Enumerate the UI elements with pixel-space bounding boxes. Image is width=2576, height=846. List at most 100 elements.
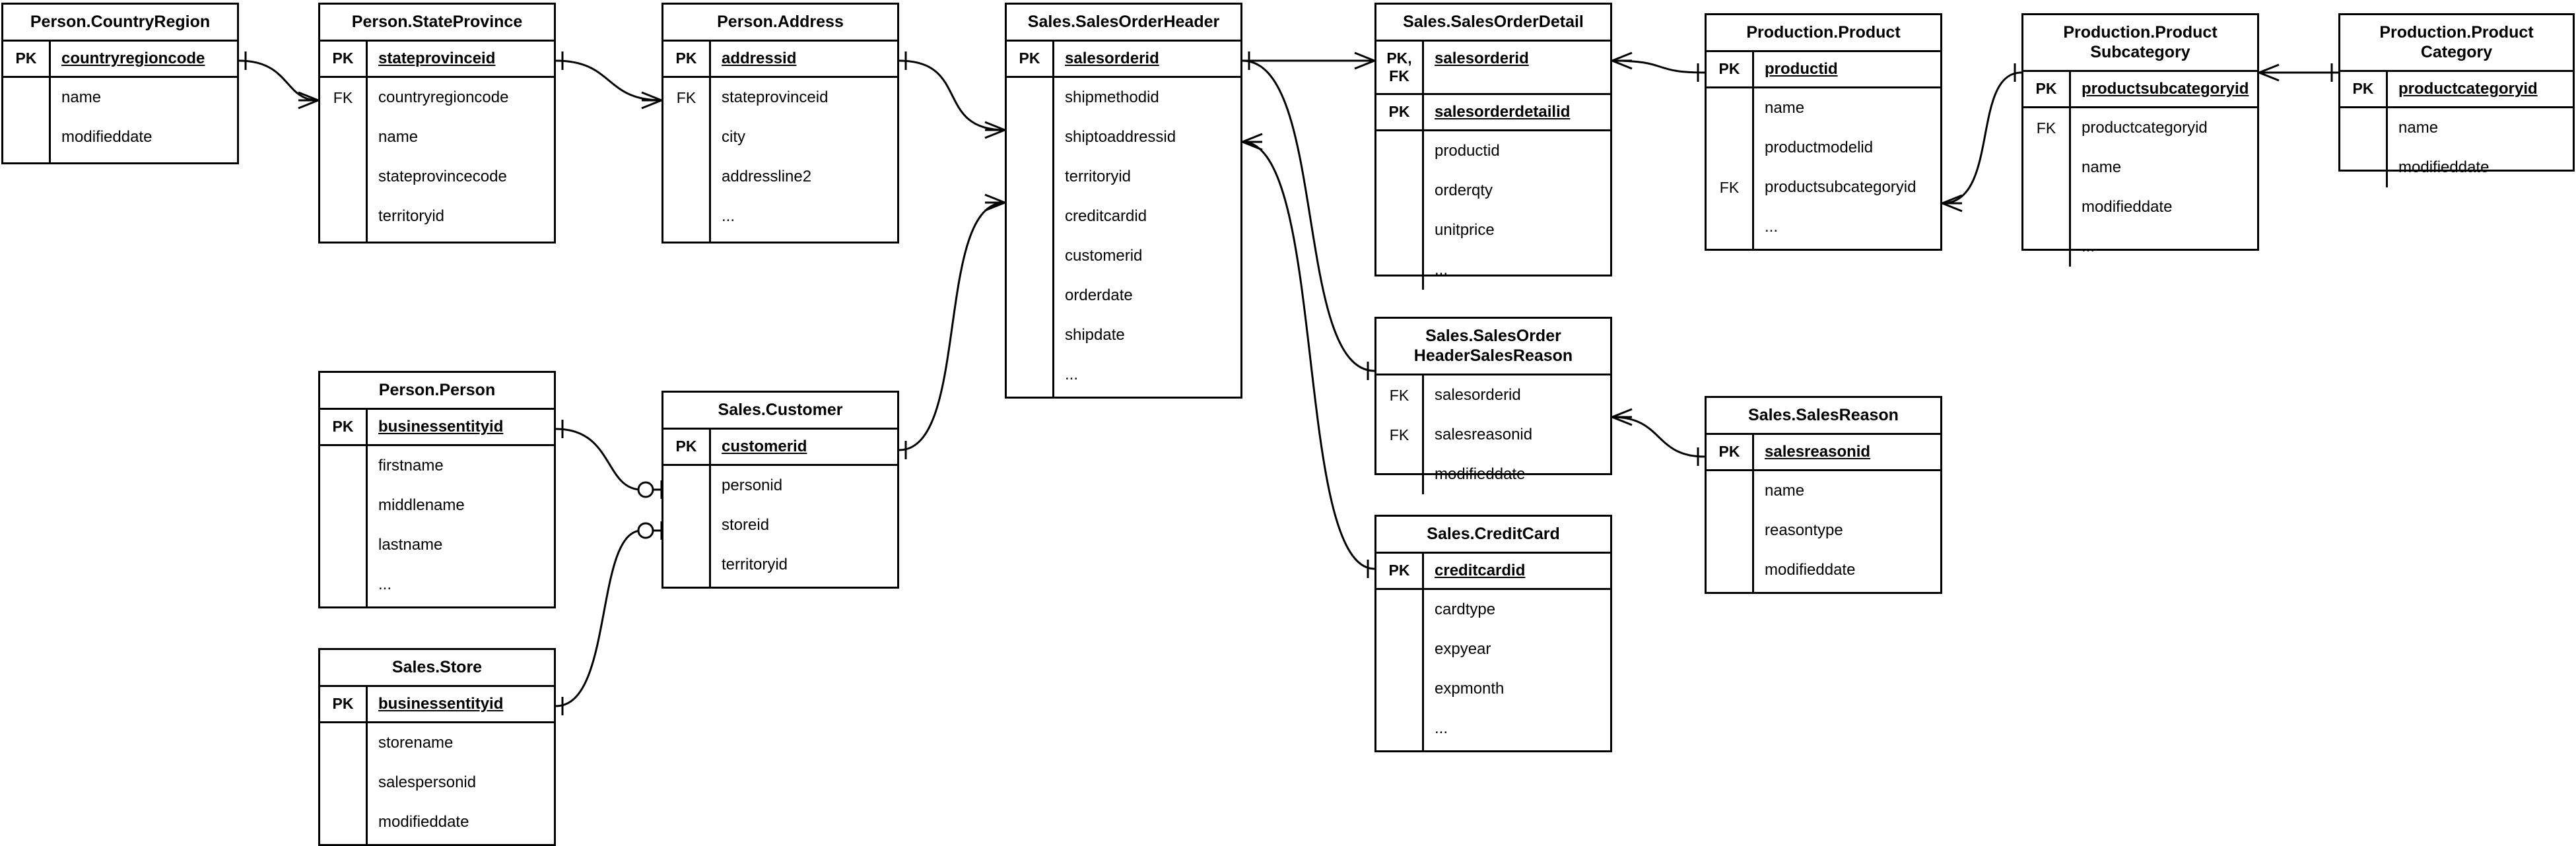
key-row: PK stateprovinceid xyxy=(320,42,554,78)
foreign-key-marker: FK xyxy=(1389,426,1409,443)
attribute-key-column xyxy=(3,78,51,162)
foreign-key-marker: FK xyxy=(333,88,353,106)
attribute-name: name xyxy=(378,128,419,146)
key-marker: PK xyxy=(1376,554,1424,588)
attribute-key-blank xyxy=(1376,455,1422,494)
entity-title: Sales.Store xyxy=(320,650,554,687)
attribute-key-column xyxy=(320,446,368,606)
key-marker: PK xyxy=(1707,435,1754,469)
entity-title: Sales.SalesOrder HeaderSalesReason xyxy=(1376,319,1610,375)
key-row: PK businessentityid xyxy=(320,687,554,723)
attribute-name: modifieddate xyxy=(1435,465,1526,483)
attribute-name: territoryid xyxy=(722,556,788,573)
primary-key-attribute: salesorderid xyxy=(1435,49,1529,67)
entity-title: Production.Product Subcategory xyxy=(2023,15,2257,72)
relationship-product-productsubcategory xyxy=(1942,63,2022,212)
attribute-key-blank xyxy=(663,466,709,505)
attribute-name: modifieddate xyxy=(2082,198,2173,216)
entity-title: Production.Product Category xyxy=(2340,15,2573,72)
relationship-countryregion-stateprovince xyxy=(238,51,319,110)
entity-title: Sales.CreditCard xyxy=(1376,517,1610,554)
attribute-name: modifieddate xyxy=(61,128,153,146)
attribute-name: salespersonid xyxy=(378,773,477,791)
attribute-key-blank xyxy=(1007,276,1052,315)
primary-key-attribute: productcategoryid xyxy=(2398,80,2538,98)
foreign-key-marker: FK xyxy=(2036,119,2056,137)
foreign-key-marker: FK xyxy=(676,88,696,106)
attribute-name: storename xyxy=(378,734,454,752)
relationship-stateprovince-address xyxy=(555,51,662,110)
key-marker: PK xyxy=(1007,42,1054,76)
attribute-name: modifieddate xyxy=(1765,561,1856,579)
attribute-name: territoryid xyxy=(1065,168,1132,185)
attribute-name: territoryid xyxy=(378,207,445,225)
attribute-name: shipmethodid xyxy=(1065,88,1159,106)
attribute-key-blank xyxy=(1007,117,1052,157)
attribute-key-blank xyxy=(1707,471,1752,511)
attribute-key-blank xyxy=(1376,630,1422,669)
attribute-name: name xyxy=(61,88,102,106)
attribute-name-column: name modifieddate xyxy=(51,78,237,162)
primary-key-attribute: productsubcategoryid xyxy=(2082,80,2249,98)
attribute-name: orderqty xyxy=(1435,181,1493,199)
attribute-name: name xyxy=(2398,119,2439,137)
entity-title: Person.StateProvince xyxy=(320,5,554,42)
primary-key-attribute: businessentityid xyxy=(378,695,504,713)
attribute-name: ... xyxy=(2082,238,2095,255)
attribute-name: ... xyxy=(722,207,735,225)
attribute-name: reasontype xyxy=(1765,521,1843,539)
primary-key-attribute: salesorderdetailid xyxy=(1435,103,1571,121)
attribute-key-blank xyxy=(663,117,709,157)
attribute-key-blank xyxy=(320,157,366,197)
relationship-productsubcategory-productcategory xyxy=(2258,63,2338,82)
foreign-key-marker: FK xyxy=(1719,178,1740,196)
primary-key-attribute: stateprovinceid xyxy=(378,49,496,67)
primary-key-attribute: countryregioncode xyxy=(61,49,205,67)
key-marker: PK xyxy=(320,42,368,76)
attribute-name: ... xyxy=(1765,218,1779,236)
attribute-name: productcategoryid xyxy=(2082,119,2208,137)
attribute-key-blank xyxy=(1707,550,1752,590)
key-marker: PK xyxy=(320,687,368,721)
key-marker: PK xyxy=(1707,52,1754,86)
attribute-key-blank xyxy=(1007,355,1052,395)
attribute-key-blank xyxy=(663,157,709,197)
attribute-key-column: FK xyxy=(663,78,711,242)
entity-title: Production.Product xyxy=(1707,15,1940,52)
